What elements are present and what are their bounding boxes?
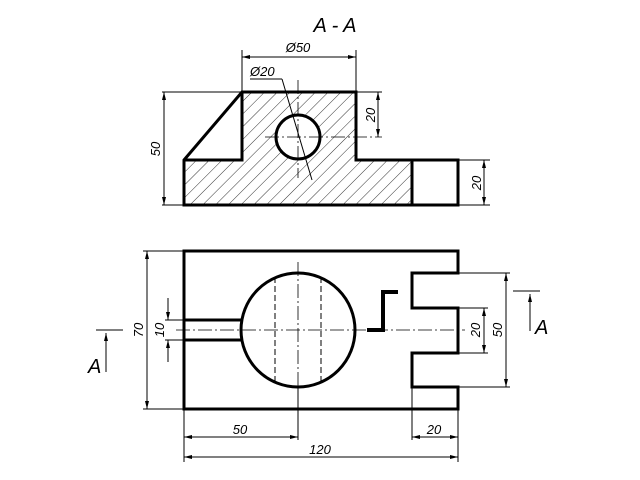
dim-hole-diameter: Ø20 [249,64,275,79]
dim-notch-depth: 20 [426,422,442,437]
plan-slot [184,318,243,342]
section-mark-right: A [534,317,548,339]
section-title: A - A [313,15,357,37]
section-mark-left: A [87,356,101,378]
cutting-plane-mark [367,290,398,332]
section-view: Ø50 Ø20 20 50 20 [148,40,490,207]
dim-outer-diameter: Ø50 [285,40,311,55]
plan-view: A A 70 10 50 20 120 20 50 [87,249,548,462]
dim-center-offset: 50 [233,422,248,437]
dim-total-length: 120 [309,442,331,457]
dim-notch-outer: 50 [490,322,505,337]
dim-width: 70 [131,322,146,337]
dim-total-height: 50 [148,141,163,156]
dim-base-height: 20 [469,175,484,191]
dim-slot-width: 10 [152,322,167,337]
section-outline [182,90,460,207]
dim-hole-height: 20 [363,107,378,123]
dim-notch-inner: 20 [468,322,483,338]
